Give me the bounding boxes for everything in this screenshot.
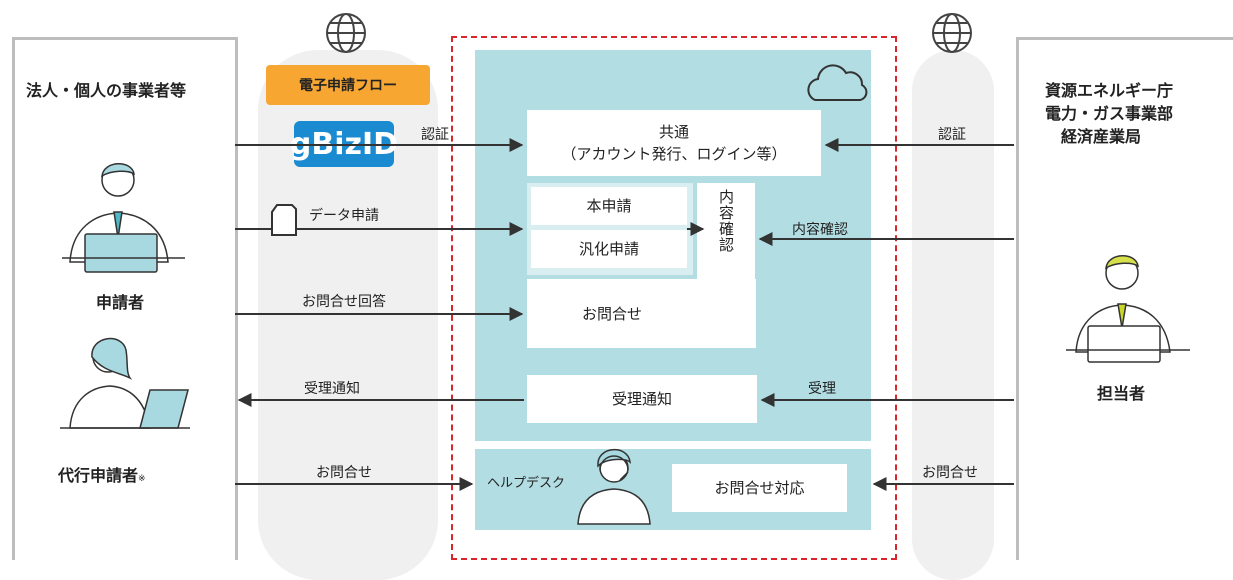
receipt-notice-left-label: 受理通知: [304, 381, 360, 397]
document-icon: [271, 204, 297, 236]
helpdesk-person-icon: [577, 448, 651, 525]
main-application-box: 本申請: [531, 187, 687, 225]
auth-right-label: 認証: [938, 127, 966, 143]
cloud-icon: [807, 64, 868, 101]
proxy-applicant-text: 代行申請者: [58, 466, 139, 485]
content-check-right-label: 内容確認: [792, 222, 848, 238]
inquiry-box-extension: [690, 279, 756, 348]
proxy-mark: ※: [138, 474, 146, 484]
left-actor-panel: [12, 37, 238, 560]
inquiry-right-label: お問合せ: [922, 465, 978, 481]
proxy-person-icon: [60, 337, 190, 429]
right-actor-title-1: 資源エネルギー庁: [1045, 81, 1174, 100]
data-application-label: データ申請: [309, 208, 379, 224]
receipt-notice-box: 受理通知: [527, 375, 757, 423]
common-subtitle: （アカウント発行、ログイン等）: [561, 145, 787, 163]
common-title: 共通: [658, 123, 689, 141]
right-actor-panel: [1016, 37, 1233, 560]
globe-icon-right: [932, 13, 972, 53]
flow-tag: 電子申請フロー: [266, 65, 430, 105]
right-internet-lane: [912, 50, 994, 580]
proxy-applicant-label: 代行申請者※: [58, 462, 146, 486]
left-actor-title: 法人・個人の事業者等: [26, 81, 187, 100]
common-box: 共通 （アカウント発行、ログイン等）: [527, 110, 821, 176]
general-application-box: 汎化申請: [531, 230, 687, 268]
content-check-vertical-text: 内容確認: [717, 189, 735, 253]
helpdesk-label: ヘルプデスク: [487, 476, 566, 491]
staff-person-icon: [1066, 255, 1190, 363]
globe-icon-left: [326, 13, 366, 53]
applicant-person-icon: [62, 163, 185, 273]
arrows-layer: [60, 13, 1190, 525]
right-actor-title-2: 電力・ガス事業部: [1045, 104, 1174, 123]
inquiry-support-box: お問合せ対応: [672, 464, 847, 512]
inquiry-box: お問合せ: [527, 279, 697, 348]
right-actor-title-3: 経済産業局: [1061, 127, 1142, 146]
accept-right-label: 受理: [808, 381, 836, 397]
inquiry-left-label: お問合せ: [316, 465, 372, 481]
applicant-label: 申請者: [96, 293, 145, 312]
staff-label: 担当者: [1097, 384, 1146, 403]
auth-left-label: 認証: [421, 127, 449, 143]
inquiry-answer-label: お問合せ回答: [302, 294, 386, 310]
